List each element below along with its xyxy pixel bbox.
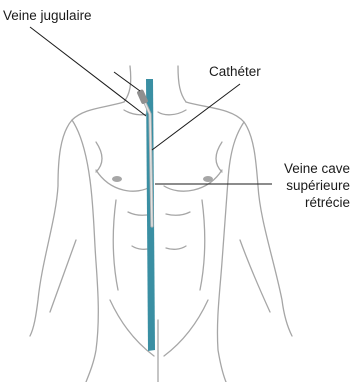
leader-line-jugular-short [114,72,140,91]
label-catheter: Cathéter [209,63,261,80]
leader-line-catheter [152,84,240,150]
torso-outline [30,66,292,382]
label-jugular-vein: Veine jugulaire [3,7,92,24]
label-superior-vena-cava: Veine cave supérieure rétrécie [284,160,350,211]
right-nipple [203,176,213,182]
label-svc-line2: supérieure [284,177,350,194]
label-svc-line1: Veine cave [284,160,350,177]
left-nipple [112,176,122,182]
leader-line-jugular [30,27,146,116]
label-svc-line3: rétrécie [284,194,350,211]
